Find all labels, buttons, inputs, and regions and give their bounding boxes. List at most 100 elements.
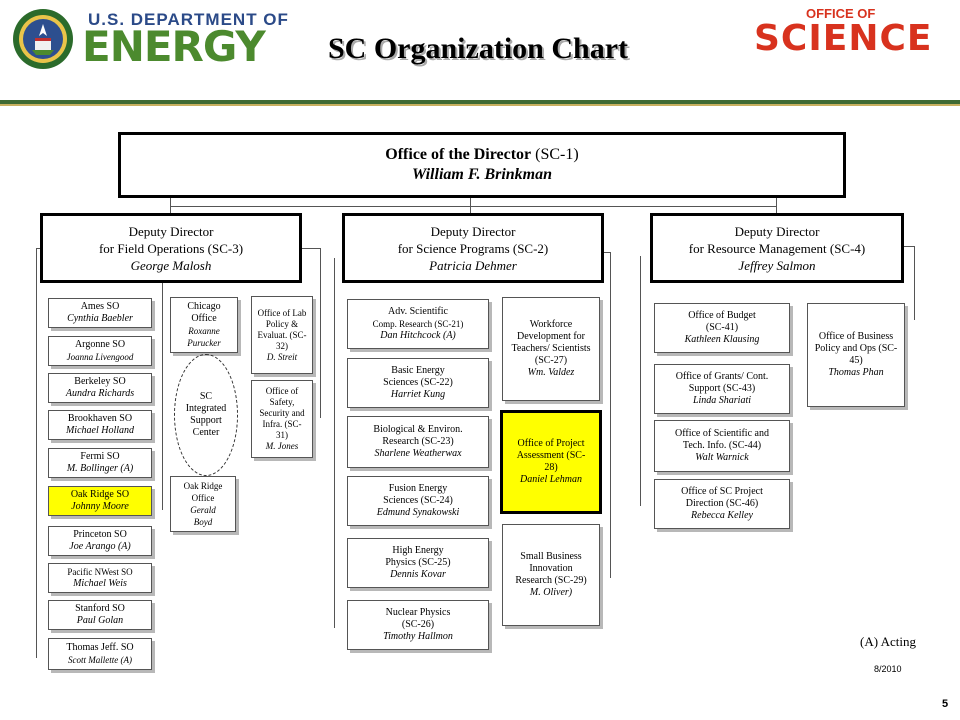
office-title: Office of Grants/ Cont. — [675, 371, 769, 382]
office-title: Office of Lab Policy & Evaluat. (SC-32) — [257, 307, 307, 351]
deputy-title: Deputy Director — [734, 223, 820, 239]
office-title: Office of Scientific and — [675, 428, 769, 439]
program-director: Edmund Synakowski — [376, 507, 460, 518]
site-office-title: Fermi SO — [80, 451, 120, 462]
isc-label: SC Integrated Support Center — [185, 391, 227, 438]
office-title: Office of SC Project — [681, 486, 763, 497]
site-office-title: Thomas Jeff. SO — [66, 642, 134, 653]
site-office-title: Brookhaven SO — [67, 413, 133, 424]
site-office-manager: Michael Weis — [73, 578, 127, 589]
office-project-assessment: Office of Project Assessment (SC-28)Dani… — [500, 410, 602, 514]
connector — [170, 206, 776, 207]
program-title: Adv. Scientific — [388, 306, 448, 317]
connector — [610, 252, 611, 578]
connector — [36, 248, 37, 658]
office-title: Office of Budget — [688, 310, 756, 321]
deputy-unit: for Field Operations (SC-3) — [98, 240, 244, 256]
acting-note: (A) Acting — [860, 634, 916, 649]
office-manager: Roxanne Purucker — [187, 326, 221, 348]
connector — [914, 246, 915, 320]
deputy-name: Patricia Dehmer — [429, 257, 517, 273]
program-title: Basic Energy — [391, 365, 445, 376]
director-box: Office of the Director (SC-1) William F.… — [118, 132, 846, 198]
connector — [776, 198, 777, 214]
office-lab-policy: Office of Lab Policy & Evaluat. (SC-32)D… — [251, 296, 313, 374]
doe-wordmark-top: U.S. DEPARTMENT OF — [88, 10, 289, 29]
office-manager: Walt Warnick — [695, 452, 749, 463]
office-code: Tech. Info. (SC-44) — [682, 440, 762, 451]
connector — [320, 248, 321, 418]
office-code: (SC-41) — [705, 322, 739, 333]
director-name: William F. Brinkman — [411, 166, 553, 183]
connector — [902, 246, 914, 247]
office-manager: Rebecca Kelley — [691, 510, 753, 521]
page-title: SC Organization Chart — [328, 32, 628, 65]
program-code: Sciences (SC-22) — [383, 377, 453, 388]
office-manager: Gerald Boyd — [190, 505, 216, 527]
office-workforce-development: Workforce Development for Teachers/ Scie… — [502, 297, 600, 401]
site-office-manager: Aundra Richards — [65, 388, 135, 399]
director-title: Office of the Director — [385, 146, 532, 163]
office-manager: Daniel Lehman — [520, 474, 582, 485]
site-office-title: Argonne SO — [74, 339, 126, 350]
site-office-manager: Joanna Livengood — [66, 352, 134, 362]
office-manager: M. Jones — [265, 441, 299, 451]
program-title: High Energy — [392, 545, 444, 556]
connector — [300, 248, 320, 249]
connector — [602, 252, 610, 253]
site-office-manager: Cynthia Baebler — [67, 313, 133, 324]
site-office-title: Oak Ridge SO — [70, 489, 130, 500]
header-rule — [0, 100, 960, 106]
site-office-manager: M. Bollinger (A) — [66, 463, 134, 474]
site-office-title: Stanford SO — [75, 603, 125, 614]
office-title: Office of Safety, Security and Infra. (S… — [259, 386, 305, 440]
site-office-title: Princeton SO — [73, 529, 127, 540]
program-title: Fusion Energy — [388, 483, 448, 494]
deputy-name: Jeffrey Salmon — [738, 257, 816, 273]
office-code: Direction (SC-46) — [685, 498, 759, 509]
deputy-resource-management: Deputy Director for Resource Management … — [650, 213, 904, 283]
office-manager: Thomas Phan — [828, 367, 884, 378]
doe-seal — [12, 8, 74, 70]
program-code: Sciences (SC-24) — [383, 495, 453, 506]
program-code: (SC-26) — [401, 619, 435, 630]
program-title: Biological & Environ. — [373, 424, 463, 435]
office-code: Support (SC-43) — [688, 383, 756, 394]
office-manager: Kathleen Klausing — [684, 334, 760, 345]
site-office-manager: Paul Golan — [76, 615, 124, 626]
program-code: Physics (SC-25) — [385, 557, 451, 568]
program-director: Dennis Kovar — [390, 569, 446, 580]
deputy-title: Deputy Director — [128, 223, 214, 239]
office-safety-security: Office of Safety, Security and Infra. (S… — [251, 380, 313, 458]
site-office-manager: Scott Mallette (A) — [68, 655, 132, 665]
office-grants-contract-support: Office of Grants/ Cont.Support (SC-43)Li… — [654, 364, 790, 414]
site-office-manager: Johnny Moore — [71, 501, 129, 512]
program-director: Timothy Hallmon — [383, 631, 453, 642]
office-manager: Wm. Valdez — [527, 367, 575, 378]
connector — [36, 248, 42, 249]
deputy-title: Deputy Director — [430, 223, 516, 239]
office-title: Office of Business Policy and Ops (SC-45… — [814, 331, 898, 366]
site-office-thomas-jefferson: Thomas Jeff. SO Scott Mallette (A) — [48, 638, 152, 670]
program-director: Dan Hitchcock (A) — [380, 330, 456, 341]
deputy-unit: for Resource Management (SC-4) — [688, 240, 866, 256]
science-wordmark: SCIENCE — [754, 18, 933, 59]
site-office-manager: Michael Holland — [65, 425, 135, 436]
connector — [334, 258, 335, 628]
office-title: Workforce Development for Teachers/ Scie… — [511, 319, 591, 366]
program-director: Sharlene Weatherwax — [374, 448, 462, 459]
program-code: Comp. Research (SC-21) — [372, 319, 464, 329]
program-np: Nuclear Physics(SC-26)Timothy Hallmon — [347, 600, 489, 650]
page-number: 5 — [942, 698, 949, 710]
connector — [162, 280, 163, 510]
site-office-title: Ames SO — [80, 301, 120, 312]
